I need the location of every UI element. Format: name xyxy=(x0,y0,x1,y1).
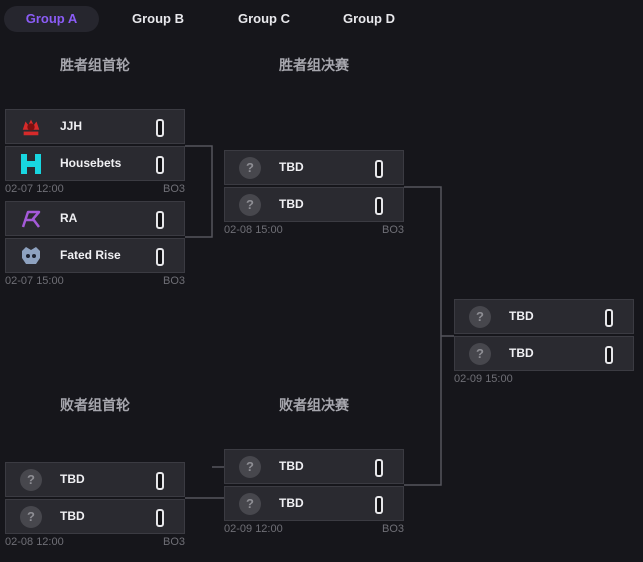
match-meta: 02-09 12:00 BO3 xyxy=(224,523,404,537)
housebets-logo xyxy=(20,153,42,175)
match-format: BO3 xyxy=(162,536,185,548)
team-row[interactable]: ? TBD xyxy=(454,299,634,334)
upper-round1-title: 胜者组首轮 xyxy=(60,57,130,73)
team-name: Fated Rise xyxy=(60,248,121,262)
unknown-team-icon: ? xyxy=(469,343,491,365)
unknown-team-icon: ? xyxy=(239,157,261,179)
team-name: TBD xyxy=(60,509,85,523)
match-lower-final[interactable]: ? TBD ? TBD 02-09 12:00 BO3 xyxy=(224,449,404,537)
connector-finals xyxy=(404,186,442,486)
team-row[interactable]: ? TBD xyxy=(224,486,404,521)
score-indicator xyxy=(375,459,383,477)
tab-group-b[interactable]: Group B xyxy=(132,11,184,26)
score-indicator xyxy=(375,197,383,215)
match-meta: 02-08 15:00 BO3 xyxy=(224,224,404,238)
score-indicator xyxy=(156,119,164,137)
team-row[interactable]: Housebets xyxy=(5,146,185,181)
unknown-team-icon: ? xyxy=(239,493,261,515)
match-meta: 02-09 15:00 xyxy=(454,373,634,387)
team-name: RA xyxy=(60,211,78,225)
match-format: BO3 xyxy=(381,224,404,236)
score-indicator xyxy=(605,346,613,364)
team-row[interactable]: ? TBD xyxy=(224,449,404,484)
team-name: TBD xyxy=(279,160,304,174)
jjh-logo xyxy=(20,116,42,138)
team-row[interactable]: ? TBD xyxy=(454,336,634,371)
team-name: TBD xyxy=(509,309,534,323)
match-meta: 02-08 12:00 BO3 xyxy=(5,536,185,550)
score-indicator xyxy=(375,160,383,178)
team-name: TBD xyxy=(60,472,85,486)
unknown-team-icon: ? xyxy=(20,506,42,528)
fated-rise-logo xyxy=(20,245,42,267)
match-date: 02-08 12:00 xyxy=(5,536,64,548)
unknown-team-icon: ? xyxy=(469,306,491,328)
team-name: TBD xyxy=(279,459,304,473)
match-meta: 02-07 15:00 BO3 xyxy=(5,275,185,289)
team-row[interactable]: ? TBD xyxy=(5,499,185,534)
team-row[interactable]: JJH xyxy=(5,109,185,144)
team-row[interactable]: ? TBD xyxy=(224,187,404,222)
score-indicator xyxy=(375,496,383,514)
upper-final-title: 胜者组决赛 xyxy=(279,57,349,73)
score-indicator xyxy=(156,211,164,229)
match-upper-r1-1[interactable]: JJH Housebets 02-07 12:00 BO3 xyxy=(5,109,185,197)
match-date: 02-08 15:00 xyxy=(224,224,283,236)
score-indicator xyxy=(605,309,613,327)
tab-group-c[interactable]: Group C xyxy=(238,11,290,26)
unknown-team-icon: ? xyxy=(239,456,261,478)
team-name: Housebets xyxy=(60,156,122,170)
connector-upper-r1 xyxy=(185,145,213,238)
unknown-team-icon: ? xyxy=(20,469,42,491)
team-row[interactable]: RA xyxy=(5,201,185,236)
group-tabs: Group A Group B Group C Group D xyxy=(0,0,643,38)
score-indicator xyxy=(156,156,164,174)
match-upper-r1-2[interactable]: RA Fated Rise 02-07 15:00 BO3 xyxy=(5,201,185,289)
match-format: BO3 xyxy=(162,183,185,195)
team-name: TBD xyxy=(279,496,304,510)
team-name: TBD xyxy=(509,346,534,360)
score-indicator xyxy=(156,509,164,527)
team-row[interactable]: ? TBD xyxy=(224,150,404,185)
match-format: BO3 xyxy=(162,275,185,287)
score-indicator xyxy=(156,248,164,266)
tab-group-d[interactable]: Group D xyxy=(343,11,395,26)
team-row[interactable]: Fated Rise xyxy=(5,238,185,273)
score-indicator xyxy=(156,472,164,490)
lower-final-title: 败者组决赛 xyxy=(279,397,349,413)
team-row[interactable]: ? TBD xyxy=(5,462,185,497)
ra-logo xyxy=(20,208,42,230)
match-date: 02-07 12:00 xyxy=(5,183,64,195)
match-meta: 02-07 12:00 BO3 xyxy=(5,183,185,197)
match-lower-r1[interactable]: ? TBD ? TBD 02-08 12:00 BO3 xyxy=(5,462,185,550)
match-date: 02-09 15:00 xyxy=(454,373,513,385)
match-date: 02-09 12:00 xyxy=(224,523,283,535)
lower-round1-title: 败者组首轮 xyxy=(60,397,130,413)
unknown-team-icon: ? xyxy=(239,194,261,216)
team-name: TBD xyxy=(279,197,304,211)
tab-group-a[interactable]: Group A xyxy=(4,6,99,32)
match-date: 02-07 15:00 xyxy=(5,275,64,287)
match-upper-final[interactable]: ? TBD ? TBD 02-08 15:00 BO3 xyxy=(224,150,404,238)
match-grand-final[interactable]: ? TBD ? TBD 02-09 15:00 xyxy=(454,299,634,387)
match-format: BO3 xyxy=(381,523,404,535)
team-name: JJH xyxy=(60,119,83,133)
